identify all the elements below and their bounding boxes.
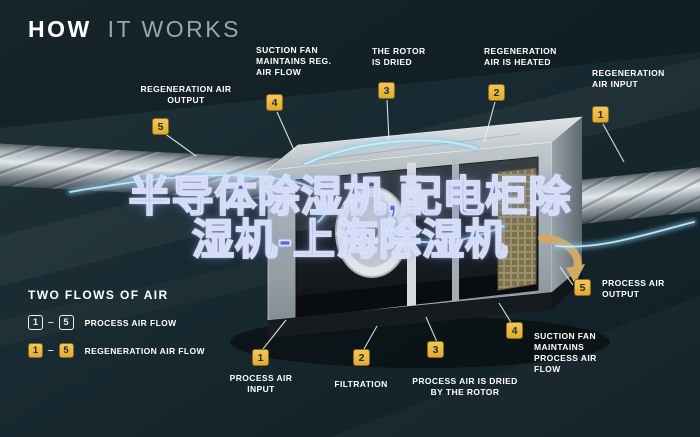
callout-label-process-air-dried: PROCESS AIR IS DRIED BY THE ROTOR <box>412 376 518 398</box>
callout-label-regeneration-air-input: REGENERATION AIR INPUT <box>592 68 665 90</box>
callout-label-regeneration-air-heated: REGENERATION AIR IS HEATED <box>484 46 557 68</box>
watermark-line1: 半导体除湿机,配电柜除 <box>128 173 572 220</box>
legend: TWO FLOWS OF AIR 1 – 5 PROCESS AIR FLOW … <box>28 288 205 358</box>
legend-heading: TWO FLOWS OF AIR <box>28 288 169 302</box>
title-it-works: IT WORKS <box>107 16 241 42</box>
legend-badge-process-to: 5 <box>58 315 74 330</box>
watermark-line2: 湿机-上海除湿机 <box>191 215 508 263</box>
callout-badge-process-output: 5 <box>574 279 591 296</box>
callout-label-suction-fan-reg: SUCTION FAN MAINTAINS REG. AIR FLOW <box>256 45 332 78</box>
callout-lines <box>163 99 625 350</box>
legend-label-regen: REGENERATION AIR FLOW <box>84 345 205 356</box>
legend-badge-regen-from: 1 <box>28 343 43 358</box>
legend-dash-regen: – <box>48 345 54 356</box>
legend-row-regeneration-air: 1 – 5 REGENERATION AIR FLOW <box>28 343 205 358</box>
callout-label-filtration: FILTRATION <box>334 379 388 389</box>
airflow-swooshes <box>67 137 697 250</box>
callout-badge-rotor-dried: 3 <box>378 82 395 99</box>
callout-badge-process-fan: 4 <box>506 322 523 339</box>
left-duct <box>0 142 286 201</box>
callout-badge-filtration: 2 <box>353 349 370 366</box>
callout-label-process-air-output: PROCESS AIR OUTPUT <box>602 278 665 300</box>
callout-badge-regen-output: 5 <box>152 118 169 135</box>
callout-label-regeneration-air-output: REGENERATION AIR OUTPUT <box>140 84 232 106</box>
legend-row-process-air: 1 – 5 PROCESS AIR FLOW <box>28 315 205 330</box>
heater-block <box>497 167 537 291</box>
callout-label-rotor-is-dried: THE ROTOR IS DRIED <box>372 46 426 68</box>
callout-badge-regen-input: 1 <box>592 106 609 123</box>
callout-badge-process-input: 1 <box>252 349 269 366</box>
legend-dash-process: – <box>48 317 54 328</box>
callout-badge-regen-fan: 4 <box>266 94 283 111</box>
legend-label-process: PROCESS AIR FLOW <box>84 317 177 328</box>
title-how: HOW <box>28 16 92 42</box>
watermark-text: 半导体除湿机,配电柜除 湿机-上海除湿机 <box>0 173 700 263</box>
callout-label-suction-fan-process: SUCTION FAN MAINTAINS PROCESS AIR FLOW <box>534 331 597 375</box>
callout-badge-regen-heated: 2 <box>488 84 505 101</box>
callout-badge-process-dried: 3 <box>427 341 444 358</box>
page-title: HOW IT WORKS <box>28 16 241 43</box>
legend-badge-process-from: 1 <box>28 315 43 330</box>
callout-label-process-air-input: PROCESS AIR INPUT <box>229 373 293 395</box>
regeneration-out-arrow <box>538 234 585 284</box>
legend-badge-regen-to: 5 <box>58 343 74 358</box>
